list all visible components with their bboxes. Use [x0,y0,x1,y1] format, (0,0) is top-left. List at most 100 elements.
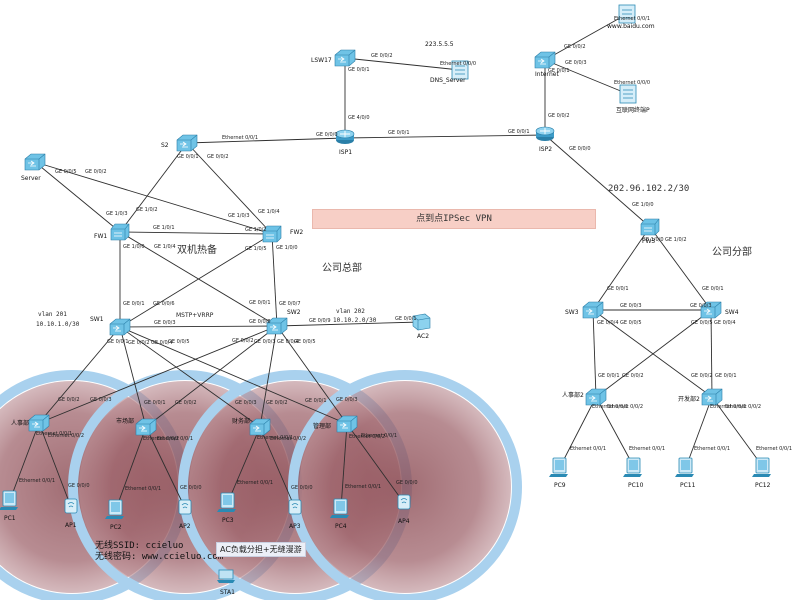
link-fin-ap3 [259,426,296,509]
hr2-switch-icon[interactable] [585,388,607,406]
ac-note: AC负载分担+无缝漫游 [216,542,306,557]
dns-server-icon[interactable] [451,60,469,80]
port-label-internet: GE 0/0/2 [564,44,586,50]
port-label-dev2: GE 0/0/1 [715,373,737,379]
fw2-firewall-icon[interactable] [262,225,282,243]
pc9-pc-icon[interactable] [549,457,568,477]
link-s2-isp1 [186,137,346,144]
port-label-pc10: Ethernet 0/0/1 [629,446,666,452]
link-sw2-mgmt [276,325,348,425]
port-label-pc2: Ethernet 0/0/1 [125,486,162,492]
port-label-sw1: GE 0/0/4 [151,340,173,346]
link-hr-pc1 [9,422,40,501]
link-sw3-hr2 [592,309,597,398]
port-label-mkt: GE 0/0/2 [175,400,197,406]
device-name-isp1: ISP1 [339,149,353,156]
sw1-l3switch-icon[interactable] [109,318,131,336]
port-label-sw3: GE 0/0/3 [620,303,642,309]
isp1-router-icon[interactable] [335,129,355,144]
sw3-l3switch-icon[interactable] [582,301,604,319]
port-label-sw1: GE 0/0/3 [154,320,176,326]
link-mkt-pc2 [115,426,147,510]
port-label-ap2: GE 0/0/0 [180,485,202,491]
link-s2-fw2 [186,142,273,235]
port-label-fin: Ethernet 0/0/2 [270,436,307,442]
pc1-pc-icon[interactable] [0,490,18,510]
device-name-lsw17: LSW17 [311,57,332,64]
device-name-sw2: SW2 [287,309,301,316]
link-sw3-dev2 [592,309,713,398]
port-label-sw1: GE 0/0/6 [153,301,175,307]
link-dev2-pc11 [685,396,713,468]
ap3-ap-icon[interactable] [288,499,302,515]
pc10-pc-icon[interactable] [623,457,642,477]
port-label-dev2: Ethernet 0/0/2 [725,404,762,410]
port-label-mkt: Ethernet 0/0/2 [143,436,180,442]
device-name-pc3: PC3 [222,517,234,524]
fw3-firewall-icon[interactable] [640,218,660,236]
pc4-pc-icon[interactable] [330,498,349,518]
mkt-switch-icon[interactable] [135,418,157,436]
mstp-label: MSTP+VRRP [176,312,214,319]
link-isp1-isp2 [344,134,546,139]
device-name-internet: Internet [535,71,559,78]
port-label-s2: Ethernet 0/0/1 [222,135,259,141]
baidu-server-icon[interactable] [618,4,636,24]
sw4-l3switch-icon[interactable] [700,301,722,319]
nettest-server-icon[interactable] [619,84,637,104]
server-switch-icon[interactable] [24,153,46,171]
ap1-ap-icon[interactable] [64,498,78,514]
link-hr2-pc9 [559,396,597,468]
port-label-ac2: GE 0/0/1 [395,316,417,322]
port-label-fw3: GE 1/0/2 [665,237,687,243]
device-name-pc11: PC11 [680,482,696,489]
hr-switch-icon[interactable] [28,414,50,432]
link-hr2-pc10 [595,396,635,468]
mgmt-switch-icon[interactable] [336,415,358,433]
port-label-fw1: GE 1/0/1 [153,225,175,231]
ac2-ac-icon[interactable] [412,313,431,331]
port-label-s2: GE 0/0/2 [207,154,229,160]
link-sw1-mgmt [119,326,348,425]
port-label-isp1: GE 0/0/1 [388,130,410,136]
port-label-fw1: GE 1/0/3 [106,211,128,217]
link-fw2-sw1 [119,233,273,328]
link-server-fw2 [34,161,273,235]
link-isp2-fw3 [544,134,651,228]
device-name-ap1: AP1 [65,522,77,529]
dev2-switch-icon[interactable] [701,388,723,406]
sta1-sta-icon[interactable] [217,569,235,583]
port-label-sw4: GE 0/0/3 [690,303,712,309]
pc11-pc-icon[interactable] [675,457,694,477]
device-name-ac2: AC2 [417,333,430,340]
device-name-dns: DNS_Server [430,77,466,84]
ap2-ap-icon[interactable] [178,499,192,515]
port-label-lsw17: GE 0/0/1 [348,67,370,73]
wireless-info: 无线SSID: ccieluo 无线密码: www.ccieluo.com [95,541,223,563]
isp2-router-icon[interactable] [535,126,555,141]
link-sw2-fin [259,325,278,428]
port-label-fw3: GE 1/0/0 [632,202,654,208]
ap4-ap-icon[interactable] [397,494,411,510]
link-sw1-mkt [119,326,147,428]
port-label-mkt: Ethernet 0/0/1 [157,436,194,442]
port-label-dev2: Ethernet 0/0/1 [710,404,747,410]
pc12-pc-icon[interactable] [752,457,771,477]
vpn-banner: 点到点IPSec VPN [312,209,596,229]
device-name-dns_ip: 223.5.5.5 [425,41,454,48]
pc3-pc-icon[interactable] [217,492,236,512]
s2-switch-icon[interactable] [176,134,198,152]
fw1-firewall-icon[interactable] [110,223,130,241]
sw2-l3switch-icon[interactable] [266,317,288,335]
link-server-fw1 [34,161,121,233]
link-sw1-sw2 [119,325,278,328]
port-label-mgmt: Ethernet 0/0/1 [361,433,398,439]
lsw17-switch-icon[interactable] [334,49,356,67]
internet-switch-icon[interactable] [534,51,556,69]
fin-switch-icon[interactable] [249,418,271,436]
port-label-ap3: GE 0/0/0 [291,485,313,491]
device-name-nettest: 互联网终端P [616,107,650,114]
pc2-pc-icon[interactable] [105,499,124,519]
port-label-mgmt: GE 0/0/3 [336,397,358,403]
